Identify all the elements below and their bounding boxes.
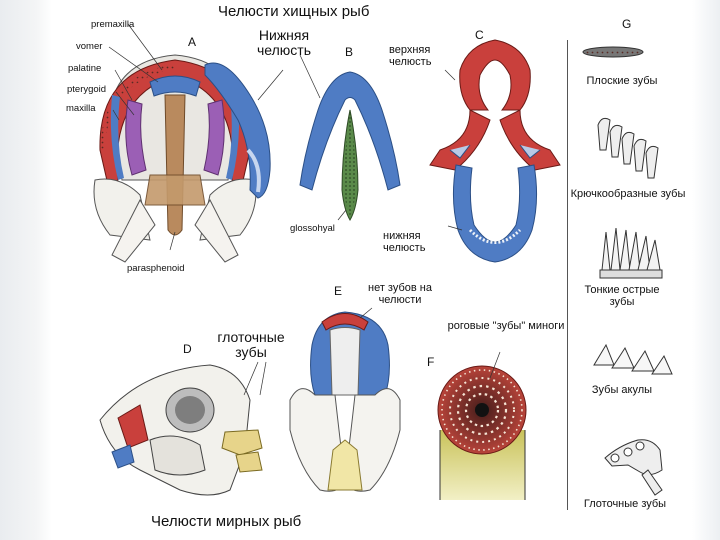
label-shark-teeth: Зубы акулы <box>572 384 672 396</box>
title-peaceful-jaws: Челюсти мирных рыб <box>151 514 301 531</box>
panel-letter-c: C <box>475 29 484 42</box>
panel-letter-e: E <box>334 285 342 298</box>
panel-c-jaws <box>430 40 560 262</box>
panel-e-jaw <box>290 308 400 491</box>
panel-f-lamprey <box>438 352 526 500</box>
label-parasphenoid: parasphenoid <box>127 264 185 274</box>
label-lamprey-teeth: роговые "зубы" миноги <box>446 320 566 332</box>
label-glossohyal: glossohyal <box>290 224 335 234</box>
panel-letter-g: G <box>622 18 631 31</box>
shark-teeth-drawing <box>594 345 672 374</box>
panel-letter-b: B <box>345 46 353 59</box>
label-lower-jaw-c: нижняя челюсть <box>383 230 438 254</box>
hooked-teeth-drawing <box>598 118 658 178</box>
panel-letter-d: D <box>183 343 192 356</box>
label-pharyngeal-teeth-g: Глоточные зубы <box>565 498 685 510</box>
thin-sharp-teeth-drawing <box>600 228 662 278</box>
label-no-teeth: нет зубов на челюсти <box>350 282 450 306</box>
pharyngeal-teeth-drawing <box>605 440 662 495</box>
label-premaxilla: premaxilla <box>91 20 134 30</box>
label-thin-sharp-teeth: Тонкие острые зубы <box>572 284 672 308</box>
label-pharyngeal-teeth-d: глоточные зубы <box>214 330 288 361</box>
panel-g-divider <box>567 40 568 510</box>
label-lower-jaw-b: Нижняя челюсть <box>247 28 321 59</box>
title-predatory-jaws: Челюсти хищных рыб <box>218 4 369 21</box>
panel-letter-a: A <box>188 36 196 49</box>
label-vomer: vomer <box>76 42 102 52</box>
label-pterygoid: pterygoid <box>67 85 106 95</box>
panel-a-skull <box>94 24 256 262</box>
label-upper-jaw: верхняя челюсть <box>389 44 447 68</box>
label-maxilla: maxilla <box>66 104 96 114</box>
label-flat-teeth: Плоские зубы <box>572 75 672 87</box>
panel-letter-f: F <box>427 356 434 369</box>
panel-b-lower-jaw <box>300 55 400 220</box>
label-hooked-teeth: Крючкообразные зубы <box>568 188 688 200</box>
panel-d-skull <box>100 362 266 495</box>
label-palatine: palatine <box>68 64 101 74</box>
panel-g-teeth <box>583 47 672 495</box>
